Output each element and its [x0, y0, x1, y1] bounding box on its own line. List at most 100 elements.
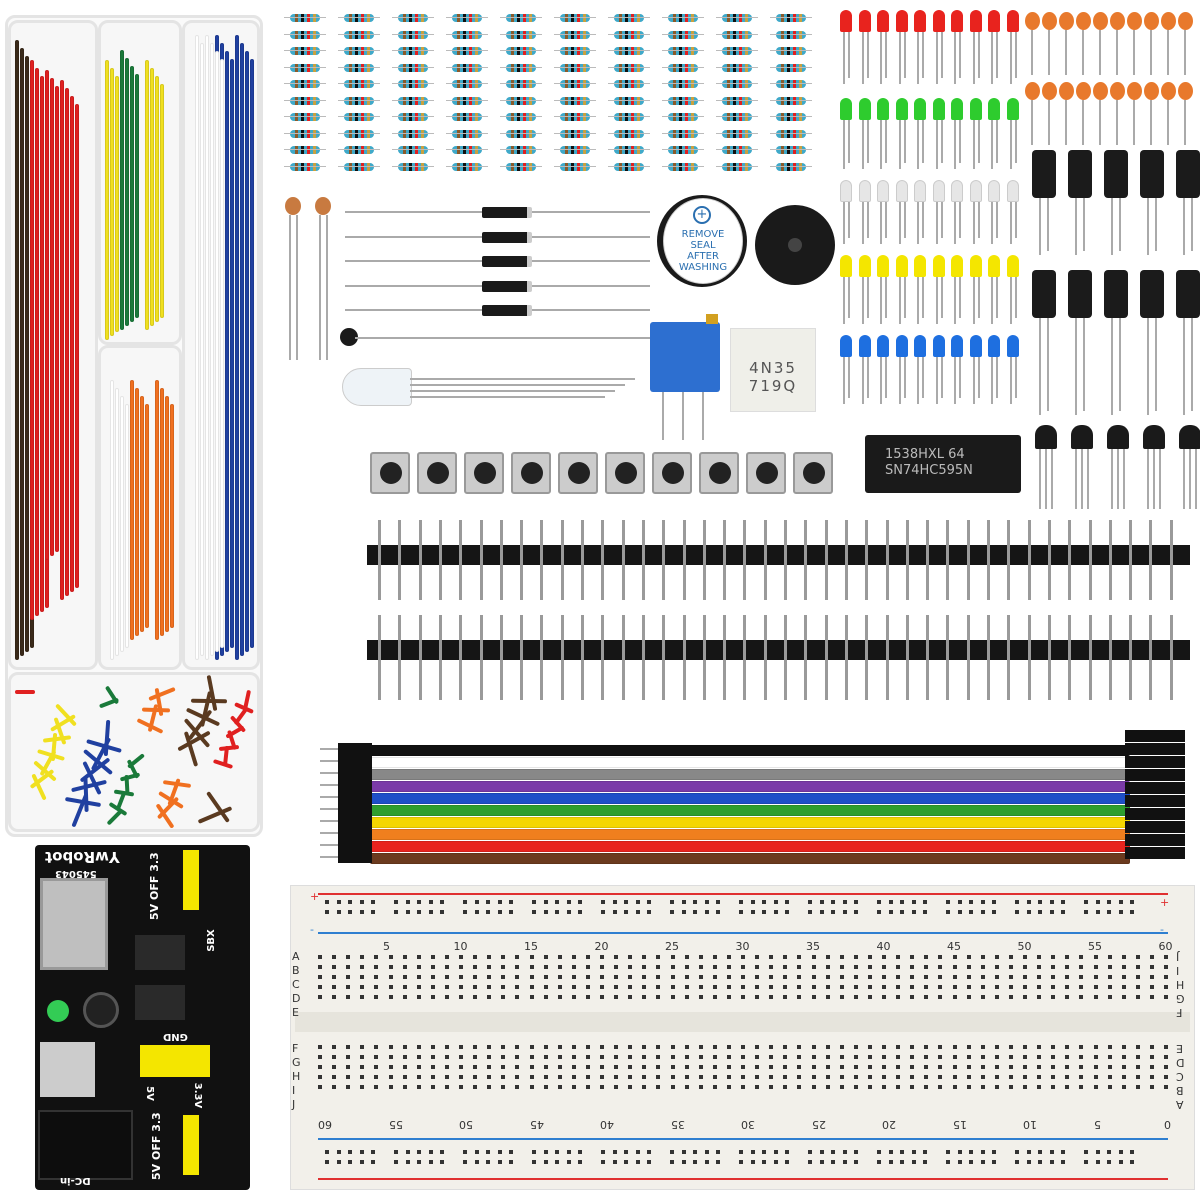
breadboard-hole — [853, 1045, 858, 1049]
pm-dc-in: DC-in — [60, 1175, 91, 1186]
resistor-lead — [662, 149, 704, 150]
breadboard-hole — [459, 985, 463, 989]
breadboard-hole — [336, 900, 341, 904]
breadboard-hole — [1093, 965, 1098, 969]
breadboard-hole — [642, 975, 647, 979]
column-number: 40 — [876, 940, 891, 953]
column-number: 10 — [453, 940, 468, 953]
led-white — [988, 180, 1000, 202]
ceramic-capacitor — [1076, 12, 1091, 30]
breadboard-hole — [614, 975, 619, 979]
resistor — [506, 96, 536, 105]
resistor-lead — [284, 17, 326, 18]
breadboard-hole — [670, 1045, 675, 1049]
breadboard-hole — [543, 985, 548, 989]
breadboard-hole — [444, 965, 449, 969]
cap-lead — [1147, 198, 1149, 255]
breadboard-hole — [1135, 985, 1140, 989]
breadboard-hole — [628, 1065, 633, 1069]
breadboard-hole — [318, 955, 322, 959]
breadboard-hole — [785, 1150, 789, 1154]
jumper-wire — [130, 380, 134, 640]
breadboard-hole — [1065, 1055, 1070, 1059]
breadboard-hole — [402, 975, 407, 979]
breadboard-hole — [882, 955, 886, 959]
breadboard-hole — [459, 1055, 463, 1059]
breadboard-hole — [910, 955, 915, 959]
breadboard-hole — [318, 995, 322, 999]
breadboard-hole — [698, 975, 703, 979]
header-pin — [946, 615, 950, 700]
resistor — [776, 63, 806, 72]
breadboard-hole — [882, 1055, 886, 1059]
dupont-male-connector — [338, 755, 372, 767]
breadboard-hole — [769, 1055, 774, 1059]
ceramic-capacitor — [1110, 12, 1125, 30]
male-pin — [320, 856, 338, 858]
column-number: 30 — [735, 940, 750, 953]
led-white — [951, 180, 963, 202]
resistor — [560, 63, 590, 72]
breadboard-hole — [1164, 1045, 1168, 1049]
breadboard-hole — [585, 1085, 590, 1089]
breadboard-hole — [783, 1075, 788, 1079]
breadboard-hole — [1149, 965, 1154, 969]
breadboard-hole — [529, 985, 534, 989]
breadboard-hole — [1051, 1075, 1056, 1079]
resistor — [452, 30, 482, 39]
jumper-wire — [140, 396, 144, 632]
breadboard-hole — [831, 910, 835, 914]
breadboard-hole — [642, 965, 647, 969]
resistor-lead — [392, 116, 434, 117]
breadboard-hole — [430, 1085, 435, 1089]
diode — [482, 207, 532, 218]
breadboard-hole — [318, 1085, 322, 1089]
breadboard-hole — [900, 1160, 904, 1164]
breadboard-hole — [698, 1065, 703, 1069]
led-green — [877, 98, 889, 120]
resistor — [722, 162, 752, 171]
breadboard-hole — [571, 985, 576, 989]
breadboard-hole — [825, 955, 830, 959]
resistor-lead — [608, 165, 650, 167]
breadboard-hole — [842, 900, 847, 904]
row-letter: D — [1176, 1056, 1185, 1069]
row-letter: C — [292, 978, 300, 991]
resistor — [776, 47, 806, 55]
breadboard-hole — [1037, 985, 1042, 989]
column-number: 55 — [1088, 940, 1102, 953]
breadboard-hole — [698, 1055, 703, 1059]
breadboard-hole — [670, 955, 675, 959]
breadboard-hole — [1023, 1065, 1027, 1069]
header-pin — [682, 615, 686, 700]
resistor-lead — [716, 99, 758, 101]
photoresistor-lead — [289, 215, 291, 360]
breadboard-hole — [628, 975, 633, 979]
breadboard-hole — [487, 975, 492, 979]
electrolytic-capacitor — [1032, 150, 1056, 198]
header-pin — [621, 615, 625, 700]
jumper-wire — [230, 59, 234, 648]
breadboard-hole — [808, 910, 812, 914]
led-lead — [898, 357, 901, 404]
breadboard-hole — [332, 955, 337, 959]
breadboard-hole — [681, 910, 686, 914]
breadboard-hole — [543, 955, 548, 959]
breadboard-hole — [741, 965, 745, 969]
led-red — [932, 10, 945, 32]
led-lead — [898, 277, 901, 324]
resistor — [452, 129, 482, 138]
column-number: 30 — [741, 1118, 755, 1131]
transistor — [1107, 425, 1129, 449]
breadboard-hole — [811, 985, 816, 989]
breadboard-hole — [360, 985, 365, 989]
header-pin — [1007, 615, 1011, 700]
breadboard-hole — [359, 1150, 364, 1154]
breadboard-hole — [571, 1065, 576, 1069]
header-pin — [1088, 520, 1092, 600]
led-lead — [972, 202, 975, 244]
resistor — [398, 146, 428, 154]
resistor — [506, 162, 536, 171]
breadboard-hole — [877, 900, 881, 904]
breadboard-hole — [704, 1160, 709, 1164]
